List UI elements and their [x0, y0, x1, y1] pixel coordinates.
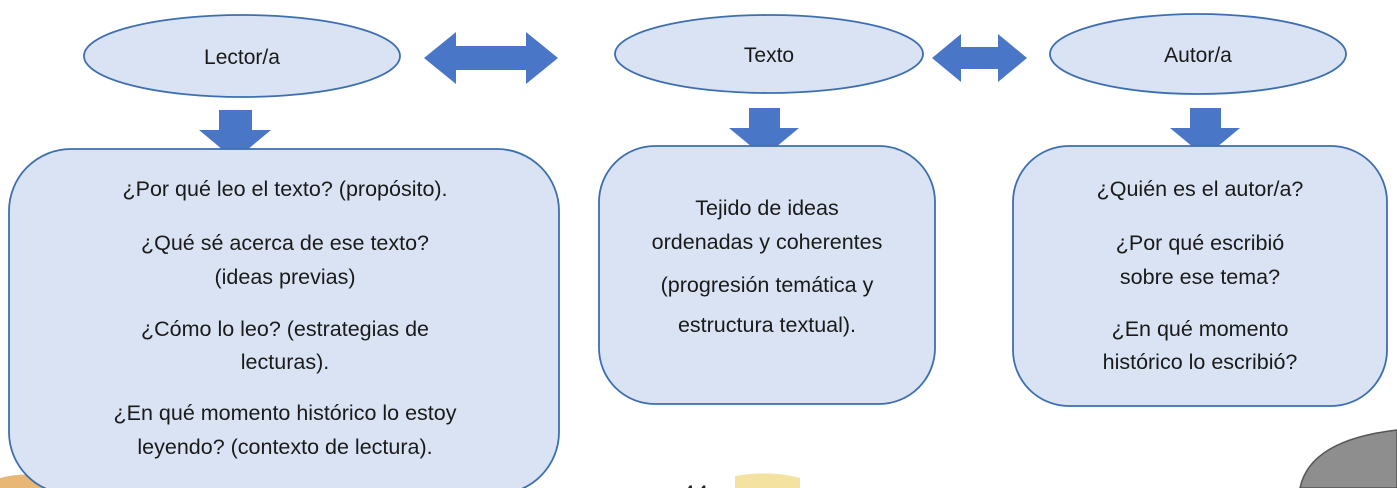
box-texto — [598, 145, 936, 405]
node-autor-label: Autor/a — [1164, 44, 1232, 67]
lector-line-5: lecturas). — [241, 350, 329, 374]
autor-line-3: sobre ese tema? — [1120, 265, 1280, 289]
texto-line-2: ordenadas y coherentes — [652, 230, 883, 254]
autor-line-4: ¿En qué momento — [1112, 317, 1289, 341]
node-texto-label: Texto — [744, 44, 794, 67]
lector-line-6: ¿En qué momento histórico lo estoy — [114, 401, 457, 425]
down-arrow-lector — [199, 110, 271, 160]
lector-line-3: (ideas previas) — [215, 265, 356, 289]
node-autor: Autor/a — [1049, 13, 1347, 95]
double-arrow-texto-autor — [932, 34, 1027, 82]
corner-decoration-right — [1299, 429, 1397, 488]
node-lector: Lector/a — [83, 14, 401, 98]
node-texto: Texto — [614, 14, 924, 94]
node-lector-label: Lector/a — [204, 46, 280, 69]
down-arrow-autor — [1170, 108, 1240, 157]
autor-line-2: ¿Por qué escribió — [1116, 231, 1285, 255]
texto-line-1: Tejido de ideas — [695, 196, 838, 220]
texto-line-3: (progresión temática y — [661, 273, 874, 297]
page-number: 44 — [682, 481, 709, 488]
autor-line-5: histórico lo escribió? — [1103, 350, 1298, 374]
lector-line-2: ¿Qué sé acerca de ese texto? — [141, 231, 429, 255]
down-arrow-texto — [729, 108, 799, 157]
lector-line-4: ¿Cómo lo leo? (estrategias de — [141, 317, 429, 341]
box-lector — [8, 148, 560, 488]
box-autor-text: ¿Quién es el autor/a? ¿Por qué escribió … — [1097, 177, 1304, 374]
box-texto-text: Tejido de ideas ordenadas y coherentes (… — [652, 196, 883, 337]
double-arrow-lector-texto — [424, 32, 558, 84]
box-lector-text: ¿Por qué leo el texto? (propósito). ¿Qué… — [114, 177, 457, 459]
box-autor — [1012, 145, 1388, 407]
corner-decoration-middle — [735, 473, 800, 488]
lector-line-7: leyendo? (contexto de lectura). — [137, 435, 432, 459]
autor-line-1: ¿Quién es el autor/a? — [1097, 177, 1304, 201]
texto-line-4: estructura textual). — [678, 313, 856, 337]
lector-line-1: ¿Por qué leo el texto? (propósito). — [122, 177, 447, 201]
